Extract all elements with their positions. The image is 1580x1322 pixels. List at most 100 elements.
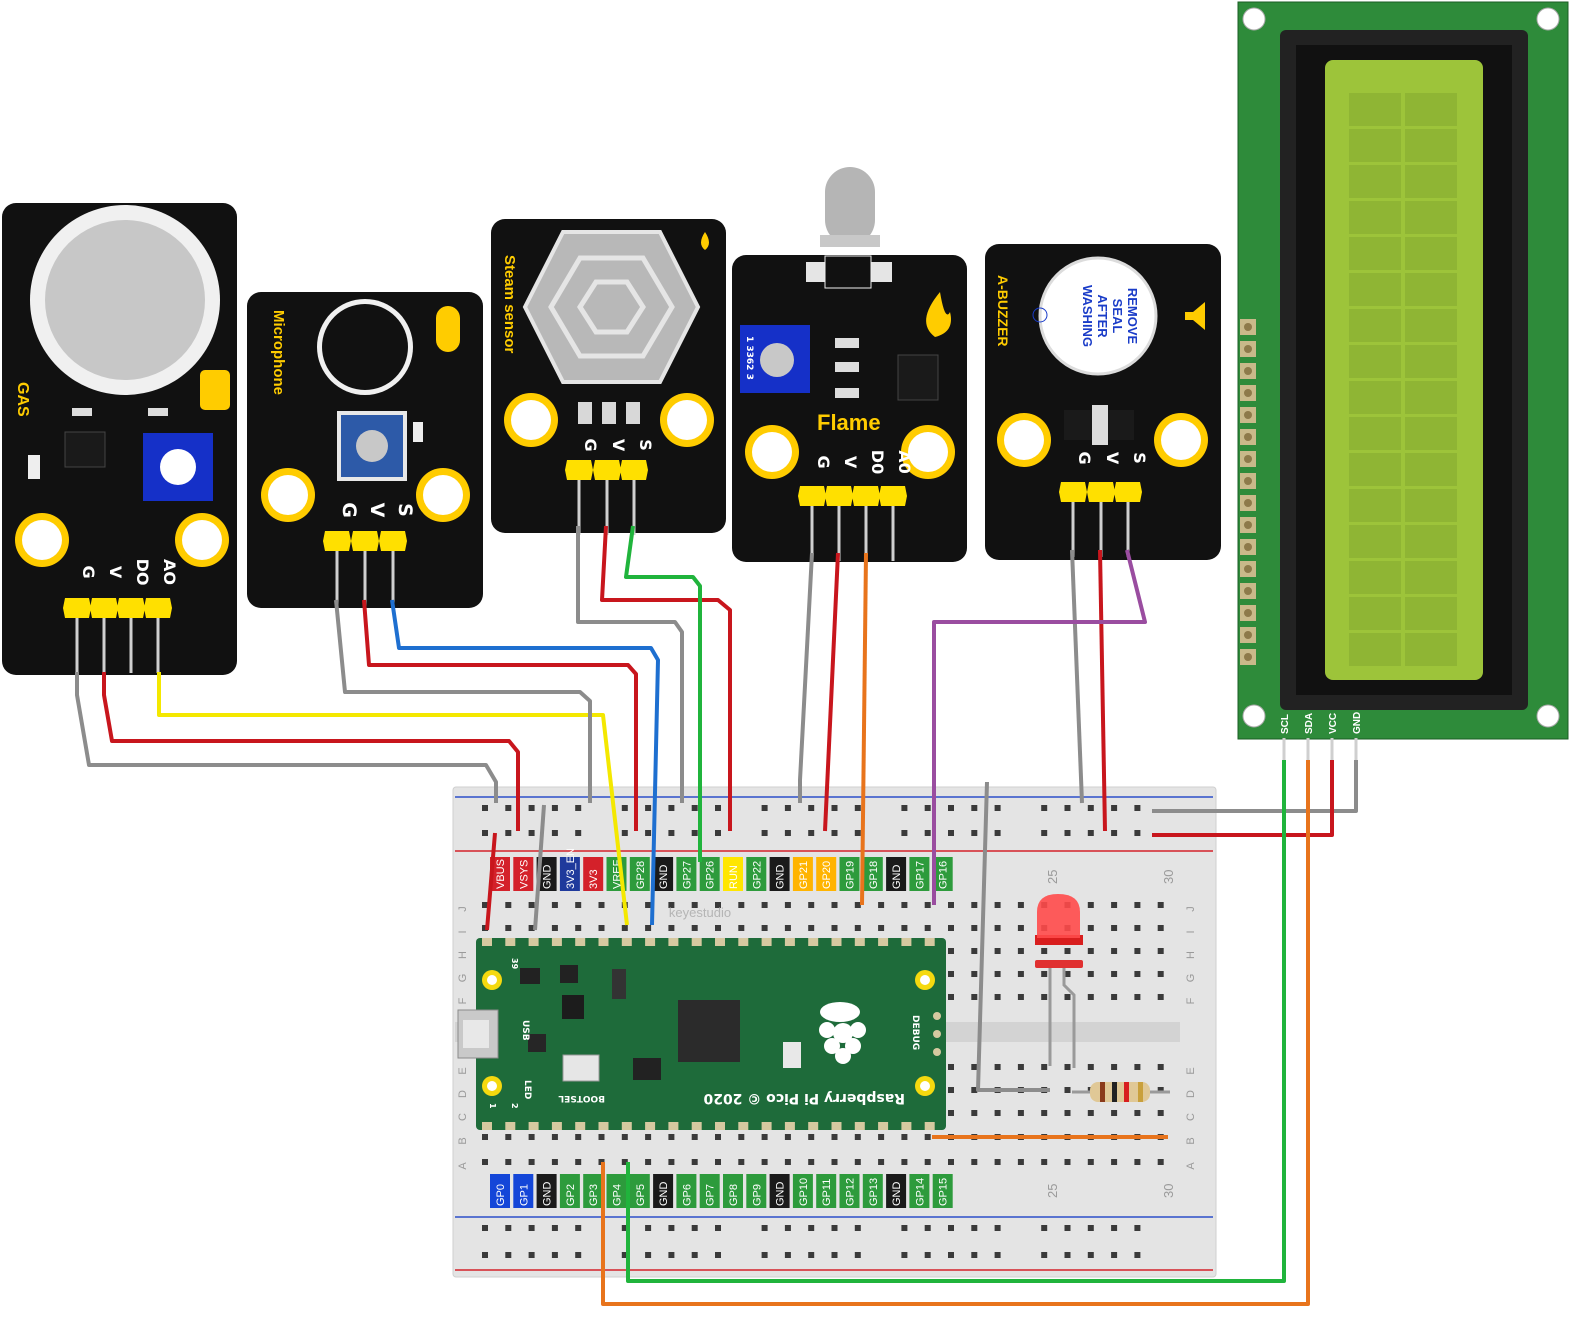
grid-hole[interactable] (1041, 1064, 1048, 1070)
rail-hole[interactable] (528, 1225, 535, 1231)
rail-hole[interactable] (831, 830, 838, 836)
grid-hole[interactable] (551, 1134, 558, 1140)
grid-hole[interactable] (994, 994, 1001, 1000)
grid-hole[interactable] (1111, 1159, 1118, 1165)
rail-hole[interactable] (854, 830, 861, 836)
grid-hole[interactable] (1111, 994, 1118, 1000)
rail-hole[interactable] (691, 830, 698, 836)
grid-hole[interactable] (761, 1159, 768, 1165)
grid-hole[interactable] (1041, 948, 1048, 954)
rail-hole[interactable] (854, 1225, 861, 1231)
grid-hole[interactable] (854, 902, 861, 908)
rail-hole[interactable] (761, 830, 768, 836)
rail-hole[interactable] (505, 805, 512, 811)
rail-hole[interactable] (761, 805, 768, 811)
rail-hole[interactable] (482, 830, 488, 836)
rail-hole[interactable] (784, 1252, 791, 1258)
grid-hole[interactable] (691, 925, 698, 931)
grid-hole[interactable] (482, 925, 488, 931)
grid-hole[interactable] (971, 994, 978, 1000)
grid-hole[interactable] (1087, 925, 1094, 931)
grid-hole[interactable] (691, 1134, 698, 1140)
rail-hole[interactable] (971, 805, 978, 811)
rail-hole[interactable] (715, 830, 721, 836)
grid-hole[interactable] (808, 925, 815, 931)
rail-hole[interactable] (1041, 805, 1048, 811)
grid-hole[interactable] (1087, 1064, 1094, 1070)
grid-hole[interactable] (1017, 994, 1024, 1000)
rail-hole[interactable] (808, 805, 815, 811)
grid-hole[interactable] (878, 925, 885, 931)
rail-hole[interactable] (528, 1252, 535, 1258)
grid-hole[interactable] (528, 902, 535, 908)
grid-hole[interactable] (598, 925, 605, 931)
rail-hole[interactable] (668, 805, 675, 811)
grid-hole[interactable] (551, 902, 558, 908)
rail-hole[interactable] (901, 1252, 908, 1258)
grid-hole[interactable] (1157, 902, 1164, 908)
rail-hole[interactable] (645, 1225, 652, 1231)
rail-hole[interactable] (551, 830, 558, 836)
rail-hole[interactable] (1041, 1225, 1048, 1231)
rail-hole[interactable] (761, 1252, 768, 1258)
rail-hole[interactable] (994, 1225, 1001, 1231)
grid-hole[interactable] (1111, 902, 1118, 908)
grid-hole[interactable] (1157, 994, 1164, 1000)
grid-hole[interactable] (784, 1134, 791, 1140)
grid-hole[interactable] (971, 1087, 978, 1093)
grid-hole[interactable] (621, 1134, 628, 1140)
grid-hole[interactable] (1111, 1064, 1118, 1070)
grid-hole[interactable] (1157, 971, 1164, 977)
rail-hole[interactable] (1087, 805, 1094, 811)
grid-hole[interactable] (948, 948, 954, 954)
grid-hole[interactable] (575, 925, 582, 931)
grid-hole[interactable] (1064, 994, 1071, 1000)
grid-hole[interactable] (1134, 902, 1141, 908)
grid-hole[interactable] (551, 1159, 558, 1165)
grid-hole[interactable] (738, 1134, 745, 1140)
grid-hole[interactable] (1041, 1159, 1048, 1165)
grid-hole[interactable] (808, 1134, 815, 1140)
grid-hole[interactable] (1064, 948, 1071, 954)
grid-hole[interactable] (715, 1134, 721, 1140)
grid-hole[interactable] (971, 948, 978, 954)
grid-hole[interactable] (1111, 971, 1118, 977)
grid-hole[interactable] (878, 902, 885, 908)
grid-hole[interactable] (528, 1159, 535, 1165)
rail-hole[interactable] (1087, 1225, 1094, 1231)
grid-hole[interactable] (924, 1159, 931, 1165)
grid-hole[interactable] (738, 1159, 745, 1165)
grid-hole[interactable] (971, 1064, 978, 1070)
grid-hole[interactable] (621, 925, 628, 931)
grid-hole[interactable] (1064, 1064, 1071, 1070)
grid-hole[interactable] (575, 1159, 582, 1165)
grid-hole[interactable] (1017, 971, 1024, 977)
rail-hole[interactable] (645, 830, 652, 836)
rail-hole[interactable] (645, 805, 652, 811)
grid-hole[interactable] (761, 1134, 768, 1140)
grid-hole[interactable] (528, 1134, 535, 1140)
grid-hole[interactable] (1087, 902, 1094, 908)
rail-hole[interactable] (1087, 830, 1094, 836)
grid-hole[interactable] (1041, 1110, 1048, 1116)
grid-hole[interactable] (1134, 1064, 1141, 1070)
grid-hole[interactable] (808, 1159, 815, 1165)
grid-hole[interactable] (1017, 1159, 1024, 1165)
grid-hole[interactable] (948, 971, 954, 977)
grid-hole[interactable] (854, 925, 861, 931)
rail-hole[interactable] (551, 805, 558, 811)
grid-hole[interactable] (482, 1134, 488, 1140)
grid-hole[interactable] (1134, 925, 1141, 931)
grid-hole[interactable] (1087, 948, 1094, 954)
grid-hole[interactable] (971, 1110, 978, 1116)
rail-hole[interactable] (575, 1225, 582, 1231)
grid-hole[interactable] (948, 925, 954, 931)
grid-hole[interactable] (901, 1134, 908, 1140)
rail-hole[interactable] (621, 830, 628, 836)
rail-hole[interactable] (994, 830, 1001, 836)
grid-hole[interactable] (808, 902, 815, 908)
rail-hole[interactable] (971, 1225, 978, 1231)
rail-hole[interactable] (575, 830, 582, 836)
grid-hole[interactable] (1017, 1064, 1024, 1070)
grid-hole[interactable] (971, 925, 978, 931)
